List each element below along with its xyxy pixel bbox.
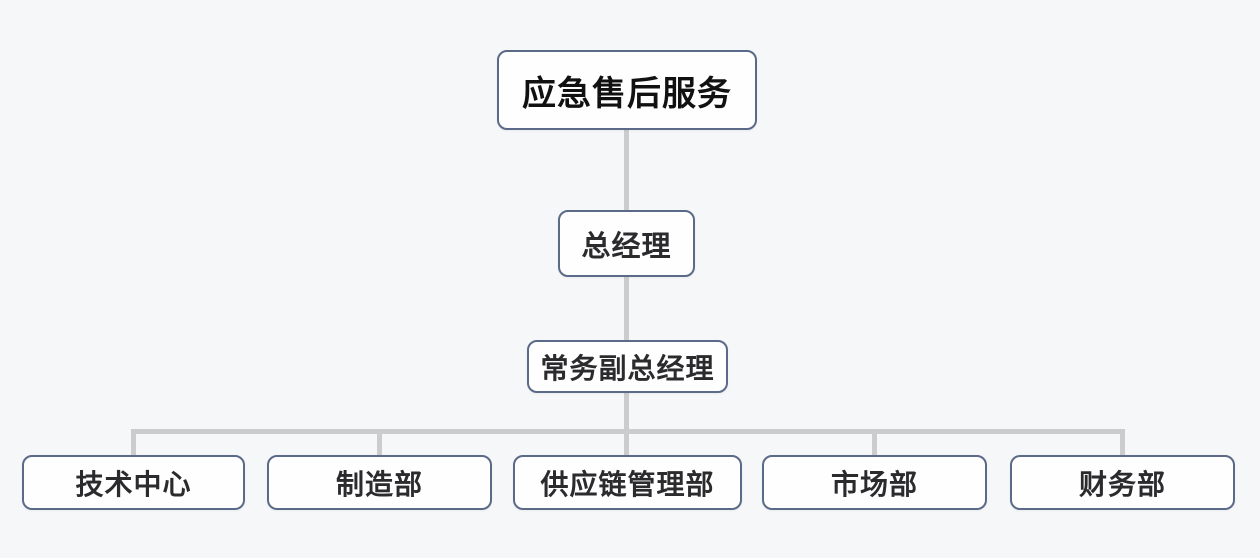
org-node-emergency-after-sales-service: 应急售后服务 [497, 50, 757, 130]
org-node-general-manager: 总经理 [558, 210, 695, 277]
org-node-marketing-dept: 市场部 [762, 455, 987, 510]
org-node-manufacturing-dept: 制造部 [267, 455, 492, 510]
connector-gm-to-dgm [624, 277, 629, 340]
org-node-supply-chain-management-dept: 供应链管理部 [513, 455, 742, 510]
connector-root-to-gm [624, 130, 629, 210]
connector-stub-tech-center [131, 429, 136, 455]
org-node-executive-deputy-general-manager: 常务副总经理 [527, 340, 728, 393]
connector-stub-marketing [872, 429, 877, 455]
org-node-tech-center: 技术中心 [22, 455, 245, 510]
org-node-finance-dept: 财务部 [1010, 455, 1235, 510]
connector-dgm-to-rail [624, 393, 629, 455]
connector-stub-manufacturing [377, 429, 382, 455]
connector-stub-finance [1120, 429, 1125, 455]
connector-horizontal-rail [131, 429, 1125, 434]
